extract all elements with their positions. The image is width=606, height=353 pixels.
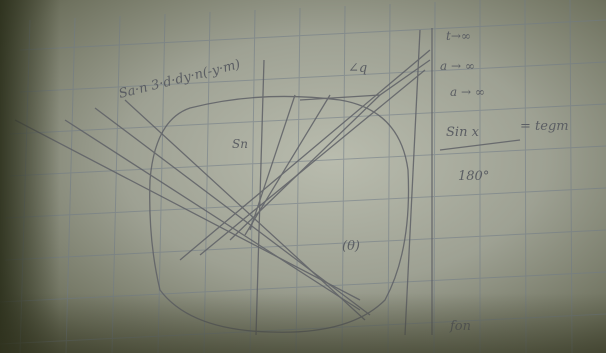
top-formula: Sa·n 3·d·dy·n(-y·m) [117,57,242,102]
ray-9 [249,94,296,231]
ray-2 [64,119,361,311]
ray-1 [14,119,361,301]
ray-4 [124,99,366,321]
right-equals: = tegm [520,119,569,134]
label-sn: Sn [232,137,248,151]
label-theta: (θ) [342,239,360,254]
vertical-axis [255,59,265,336]
ray-3 [94,107,371,316]
ray-5 [179,49,431,261]
pencil-drawing [14,28,521,336]
bottom-right: fon [449,319,471,334]
right-row3: a → ∞ [450,85,485,99]
right-line-1 [404,29,421,336]
right-fraction-den: 180° [458,169,489,184]
rounded-square [149,95,410,333]
right-fraction-num: Sin x [446,125,480,140]
ray-6 [199,69,426,256]
top-bracket [299,59,431,101]
label-trig: ∠q [348,61,367,76]
right-top: t→∞ [446,29,471,43]
ray-8 [244,94,331,236]
fraction-bar [439,139,521,151]
right-row2: a → ∞ [440,59,475,73]
